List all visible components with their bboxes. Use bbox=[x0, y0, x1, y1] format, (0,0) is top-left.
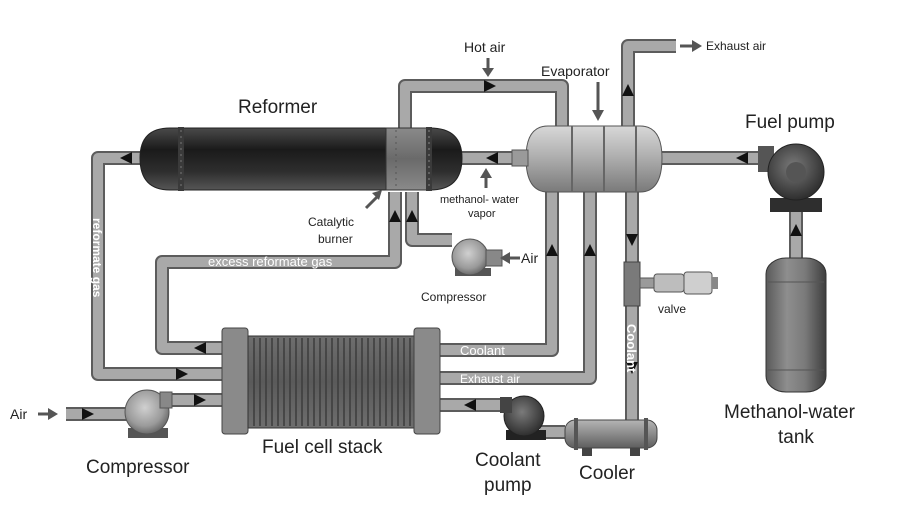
flow-arrow bbox=[194, 394, 206, 406]
methanol-water-tank bbox=[765, 257, 827, 393]
reformer-label: Reformer bbox=[238, 97, 318, 118]
fuel-cell-stack-label: Fuel cell stack bbox=[262, 437, 383, 458]
flow-arrow bbox=[790, 224, 802, 236]
exhaust-air-top-label: Exhaust air bbox=[706, 39, 766, 53]
air-top-label: Air bbox=[521, 250, 538, 266]
reformer bbox=[139, 127, 463, 191]
valve-label: valve bbox=[658, 302, 686, 316]
flow-arrow bbox=[484, 80, 496, 92]
evaporator-label: Evaporator bbox=[541, 63, 610, 79]
flow-arrow bbox=[626, 362, 638, 374]
exhaust-air-h-label: Exhaust air bbox=[460, 372, 520, 386]
flow-arrow bbox=[736, 152, 748, 164]
methanol-vapor-label-line1: methanol- water bbox=[440, 194, 519, 206]
methanol-vapor-label-line2: vapor bbox=[468, 208, 496, 220]
fuel-pump bbox=[758, 143, 825, 212]
flow-arrow bbox=[389, 210, 401, 222]
flow-arrow bbox=[584, 244, 596, 256]
flow-arrow bbox=[622, 84, 634, 96]
flow-arrow bbox=[406, 210, 418, 222]
flow-arrow bbox=[120, 152, 132, 164]
reformate-gas-label: reformate gas bbox=[90, 218, 104, 298]
compressor-left bbox=[124, 389, 173, 438]
compressor-top-label: Compressor bbox=[421, 290, 486, 304]
coolant-vertical-label: Coolant bbox=[624, 324, 639, 373]
compressor-top bbox=[451, 238, 503, 276]
fuel-cell-stack bbox=[221, 327, 441, 435]
coolant-pump-label-line2: pump bbox=[484, 475, 532, 496]
tank-label-line2: tank bbox=[778, 427, 814, 448]
coolant-pump-label-line1: Coolant bbox=[475, 450, 541, 471]
flow-arrow bbox=[194, 342, 206, 354]
air-left-label: Air bbox=[10, 406, 27, 422]
coolant-h-label: Coolant bbox=[460, 343, 505, 358]
hot-air-label: Hot air bbox=[464, 39, 506, 55]
hot-air-pipe bbox=[398, 79, 569, 128]
coolant-pump bbox=[500, 395, 546, 440]
flow-arrow bbox=[546, 244, 558, 256]
valve bbox=[623, 261, 718, 307]
stack-fins bbox=[253, 338, 411, 426]
tank-label-line1: Methanol-water bbox=[724, 402, 856, 423]
flow-arrows bbox=[82, 80, 802, 420]
catalytic-burner-label-line2: burner bbox=[318, 232, 353, 246]
catalytic-burner-label-line1: Catalytic bbox=[308, 215, 354, 229]
label-arrows bbox=[38, 40, 702, 420]
evaporator bbox=[511, 125, 663, 193]
flow-arrow bbox=[486, 152, 498, 164]
exhaust-top-pipe bbox=[621, 39, 676, 126]
fuel-pump-label: Fuel pump bbox=[745, 112, 835, 133]
labels: Reformer Hot air Evaporator Exhaust air … bbox=[10, 39, 856, 496]
flow-arrow bbox=[626, 234, 638, 246]
compressor-left-label: Compressor bbox=[86, 457, 190, 478]
flow-arrow bbox=[176, 368, 188, 380]
excess-reformate-gas-label: excess reformate gas bbox=[208, 254, 333, 269]
cooler bbox=[564, 418, 658, 456]
cooler-label: Cooler bbox=[579, 463, 636, 484]
excess-reformate-pipe bbox=[155, 192, 402, 355]
flow-arrow bbox=[82, 408, 94, 420]
flow-arrow bbox=[464, 399, 476, 411]
